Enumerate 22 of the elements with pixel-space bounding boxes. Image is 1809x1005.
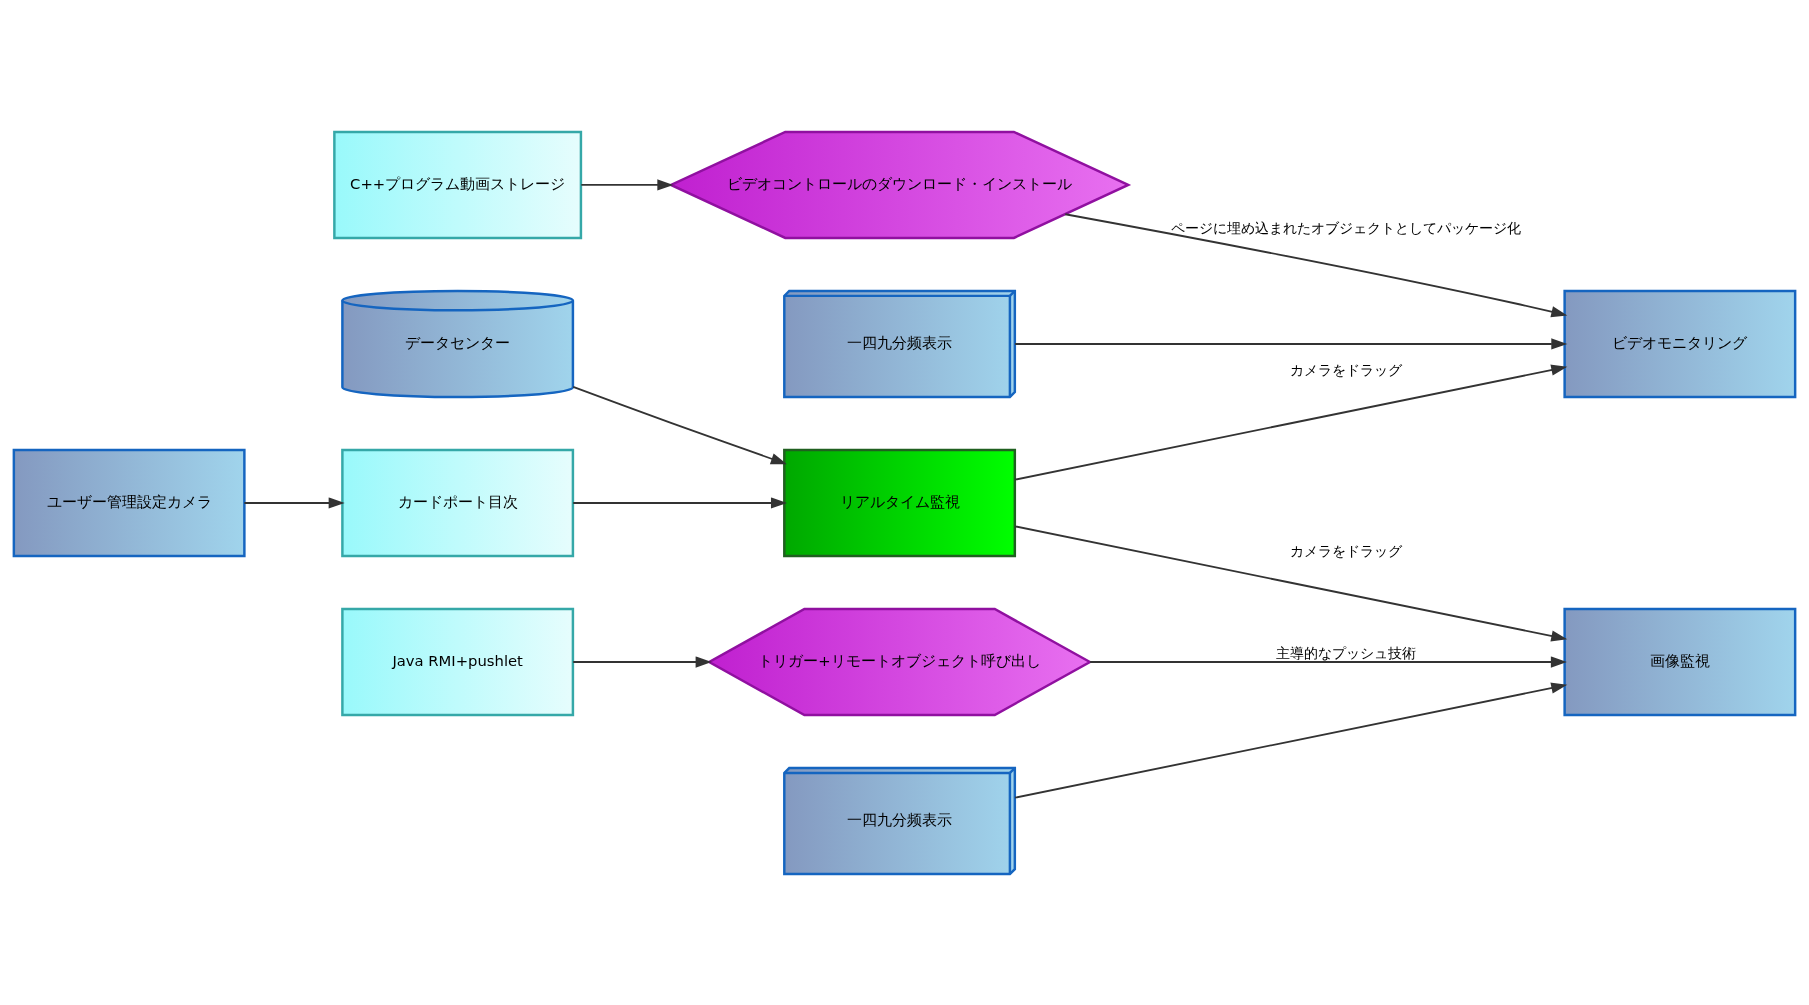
node-box: 画像監視 <box>1563 607 1797 716</box>
node-box: ユーザー管理設定カメラ <box>12 448 246 557</box>
arrow <box>572 385 787 464</box>
node-box: Java RMI+pushlet <box>341 607 575 716</box>
arrow <box>243 496 345 509</box>
node-box: リアルタイム監視 <box>783 448 1017 557</box>
edge-label: カメラをドラッグ <box>1290 542 1403 559</box>
arrow <box>1014 363 1568 481</box>
arrow <box>1089 655 1567 668</box>
edge-label: ページに埋め込まれたオブジェクトとしてパッケージ化 <box>1171 219 1522 236</box>
arrow <box>1014 682 1568 799</box>
arrow <box>1014 337 1568 350</box>
arrow <box>572 496 788 509</box>
arrow <box>1014 524 1568 642</box>
edge-label: カメラをドラッグ <box>1290 361 1403 378</box>
arrow <box>572 655 712 668</box>
edge-label: 主導的なプッシュ技術 <box>1276 644 1417 661</box>
arrow <box>1064 212 1568 317</box>
node-box: C++プログラム動画ストレージ <box>333 130 583 239</box>
arrow <box>580 178 674 191</box>
node-box: ビデオモニタリング <box>1563 289 1797 398</box>
node-box: カードポート目次 <box>341 448 575 557</box>
